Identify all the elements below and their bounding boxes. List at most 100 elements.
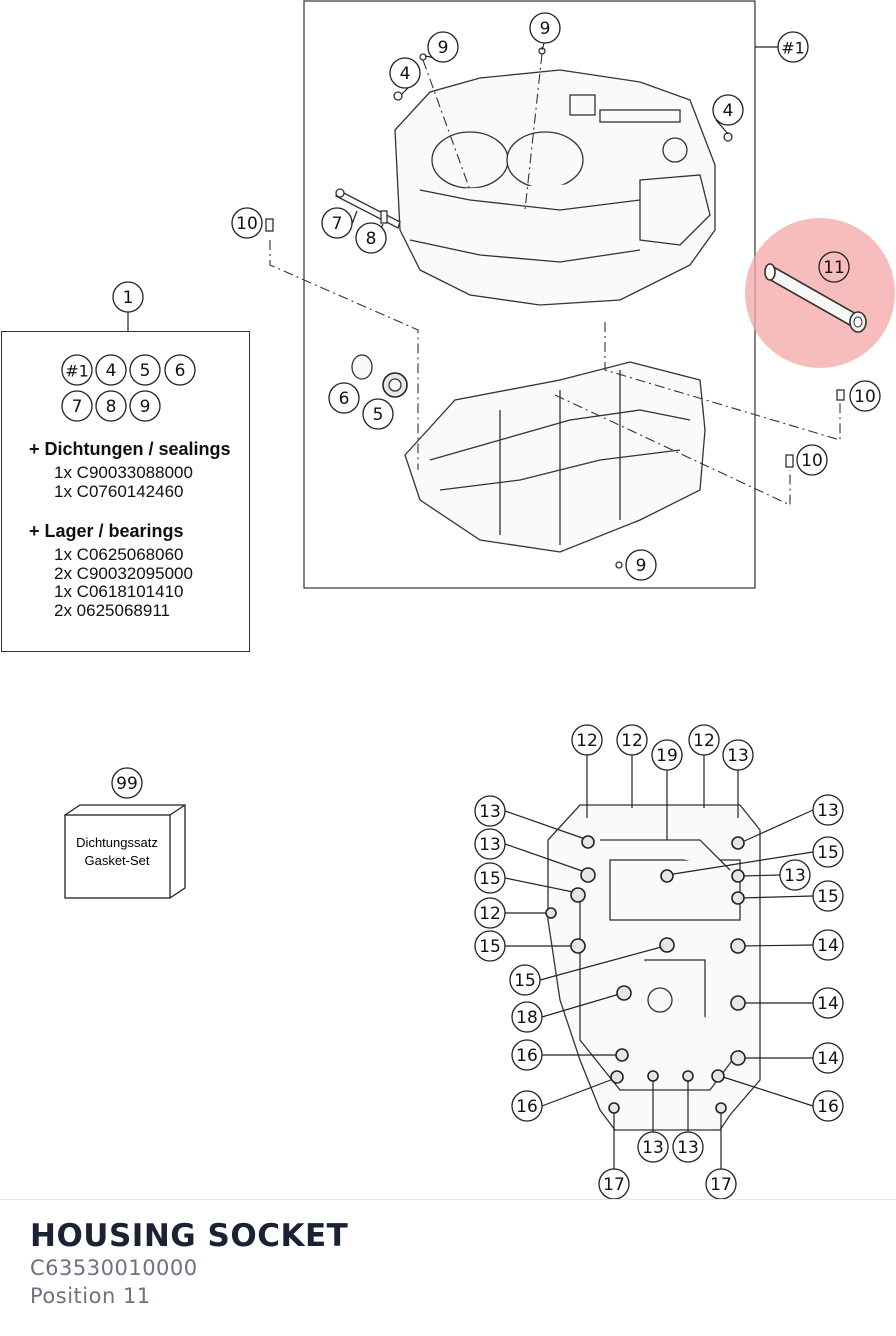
- gasket-label-line2: Gasket-Set: [84, 853, 149, 868]
- kit-ref-assembly[interactable]: #1: [61, 354, 93, 386]
- callout-15[interactable]: 15: [474, 862, 506, 894]
- callout-13[interactable]: 13: [637, 1131, 669, 1163]
- svg-text:12: 12: [479, 904, 501, 924]
- svg-text:15: 15: [479, 869, 501, 889]
- svg-text:5: 5: [140, 361, 151, 381]
- callout-12[interactable]: 12: [616, 724, 648, 756]
- kit-ref-9[interactable]: 9: [129, 390, 161, 422]
- kit-ref-8[interactable]: 8: [95, 390, 127, 422]
- callout-10[interactable]: 10: [849, 380, 881, 412]
- callout-16[interactable]: 16: [812, 1090, 844, 1122]
- svg-text:1: 1: [123, 288, 134, 308]
- callout-18[interactable]: 18: [511, 1001, 543, 1033]
- svg-text:13: 13: [677, 1138, 699, 1158]
- callout-15[interactable]: 15: [812, 836, 844, 868]
- callout-9[interactable]: 9: [625, 549, 657, 581]
- alignment-lines: [269, 53, 841, 506]
- callout-10[interactable]: 10: [796, 444, 828, 476]
- callout-16[interactable]: 16: [511, 1039, 543, 1071]
- upper-crankcase-drawing: [394, 69, 716, 306]
- callout-99[interactable]: 99: [111, 767, 143, 799]
- callout-16[interactable]: 16: [511, 1090, 543, 1122]
- svg-text:4: 4: [106, 361, 117, 381]
- sealing-item: 1x C90033088000: [54, 463, 193, 482]
- svg-text:4: 4: [723, 101, 734, 121]
- callout-13[interactable]: 13: [474, 828, 506, 860]
- svg-text:16: 16: [817, 1097, 839, 1117]
- callout-4[interactable]: 4: [712, 94, 744, 126]
- kit-contents-box: #1 4 5 6 7 8 9 + Dichtungen / sealings 1…: [1, 331, 250, 652]
- svg-text:15: 15: [817, 843, 839, 863]
- callout-17[interactable]: 17: [598, 1168, 630, 1200]
- svg-text:10: 10: [801, 451, 823, 471]
- svg-text:13: 13: [784, 866, 806, 886]
- svg-text:13: 13: [479, 802, 501, 822]
- callout-7[interactable]: 7: [321, 207, 353, 239]
- callout-15[interactable]: 15: [812, 880, 844, 912]
- callout-13[interactable]: 13: [474, 795, 506, 827]
- svg-text:15: 15: [514, 971, 536, 991]
- svg-text:4: 4: [400, 64, 411, 84]
- bearing-item: 1x C0625068060: [54, 545, 184, 564]
- housing-socket-part-11: [764, 263, 867, 333]
- kit-ref-5[interactable]: 5: [129, 354, 161, 386]
- callout-5[interactable]: 5: [362, 398, 394, 430]
- callout-10[interactable]: 10: [231, 207, 263, 239]
- svg-text:12: 12: [576, 731, 598, 751]
- svg-text:12: 12: [621, 731, 643, 751]
- part-position: Position 11: [30, 1284, 151, 1308]
- svg-text:14: 14: [817, 994, 839, 1014]
- callout-14[interactable]: 14: [812, 1042, 844, 1074]
- svg-text:10: 10: [236, 214, 258, 234]
- callout-6[interactable]: 6: [328, 382, 360, 414]
- svg-text:17: 17: [603, 1175, 625, 1195]
- kit-ref-6[interactable]: 6: [164, 354, 196, 386]
- callout-15[interactable]: 15: [474, 930, 506, 962]
- callout-9[interactable]: 9: [427, 31, 459, 63]
- kit-ref-7[interactable]: 7: [61, 390, 93, 422]
- svg-text:12: 12: [693, 731, 715, 751]
- small-parts: [265, 47, 845, 569]
- svg-text:11: 11: [823, 258, 845, 278]
- callout-11-highlighted[interactable]: 11: [818, 251, 850, 283]
- callout-4[interactable]: 4: [389, 57, 421, 89]
- callout-13[interactable]: 13: [779, 859, 811, 891]
- lower-leader-lines: [504, 755, 814, 1169]
- svg-text:9: 9: [636, 556, 647, 576]
- svg-text:7: 7: [72, 397, 83, 417]
- svg-text:10: 10: [854, 387, 876, 407]
- callout-19[interactable]: 19: [651, 739, 683, 771]
- svg-text:13: 13: [479, 835, 501, 855]
- svg-text:14: 14: [817, 936, 839, 956]
- callout-17[interactable]: 17: [705, 1168, 737, 1200]
- svg-text:6: 6: [339, 389, 350, 409]
- part-info-footer: HOUSING SOCKET C63530010000 Position 11: [0, 1199, 896, 1336]
- svg-text:16: 16: [516, 1046, 538, 1066]
- svg-text:13: 13: [817, 801, 839, 821]
- sealings-title: + Dichtungen / sealings: [29, 439, 231, 459]
- svg-text:8: 8: [366, 229, 377, 249]
- callout-12[interactable]: 12: [474, 897, 506, 929]
- callout-8[interactable]: 8: [355, 222, 387, 254]
- svg-text:#1: #1: [781, 39, 805, 58]
- callout-13[interactable]: 13: [672, 1131, 704, 1163]
- bearings-title: + Lager / bearings: [29, 521, 184, 541]
- callout-assembly-ref[interactable]: #1: [777, 31, 809, 63]
- callout-12[interactable]: 12: [688, 724, 720, 756]
- svg-text:14: 14: [817, 1049, 839, 1069]
- callout-14[interactable]: 14: [812, 929, 844, 961]
- svg-text:13: 13: [642, 1138, 664, 1158]
- exploded-parts-diagram: 9 9 4 4 7 8 10 6 5 10 10 9 #1 11 1 Dicht…: [63, 0, 895, 1200]
- callout-15[interactable]: 15: [509, 964, 541, 996]
- svg-text:19: 19: [656, 746, 678, 766]
- callout-9[interactable]: 9: [529, 12, 561, 44]
- callout-13[interactable]: 13: [722, 739, 754, 771]
- callout-1[interactable]: 1: [112, 281, 144, 313]
- svg-text:#1: #1: [65, 362, 89, 381]
- gasket-label-line1: Dichtungssatz: [76, 835, 158, 850]
- callout-12[interactable]: 12: [571, 724, 603, 756]
- svg-text:9: 9: [140, 397, 151, 417]
- kit-ref-4[interactable]: 4: [95, 354, 127, 386]
- callout-13[interactable]: 13: [812, 794, 844, 826]
- callout-14[interactable]: 14: [812, 987, 844, 1019]
